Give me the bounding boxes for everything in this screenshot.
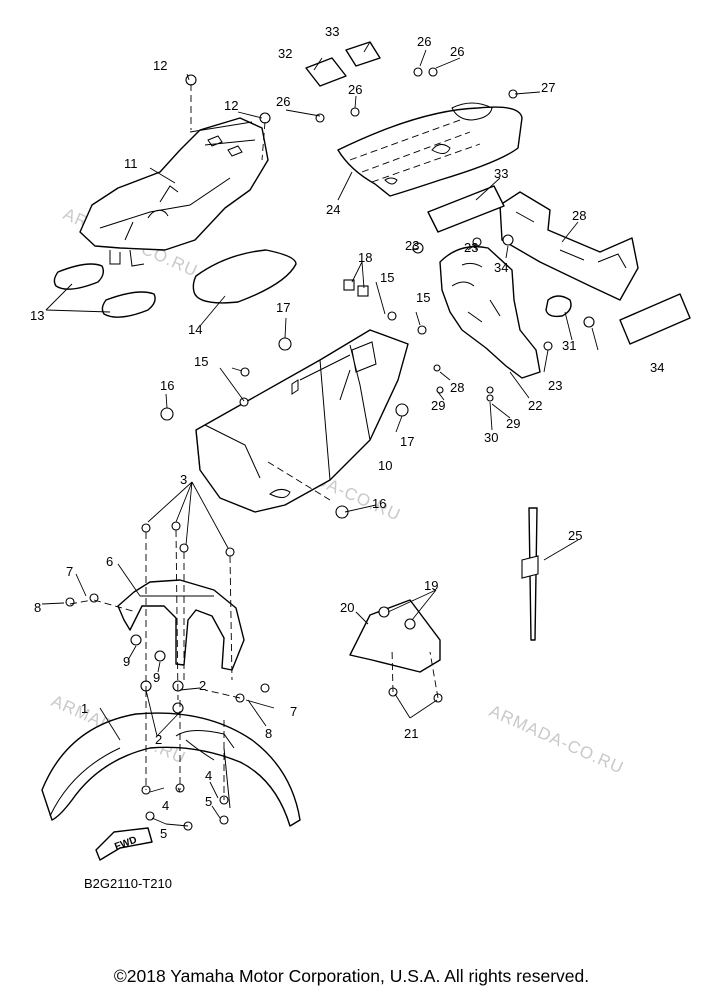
callout-number: 8 (265, 726, 272, 741)
callout-number: 9 (123, 654, 130, 669)
assembly-lines (69, 84, 439, 800)
callout-number: 20 (340, 600, 354, 615)
callout-number: 27 (541, 80, 555, 95)
callout-number: 30 (484, 430, 498, 445)
callout-number: 10 (378, 458, 392, 473)
callout-number: 34 (494, 260, 508, 275)
callout-number: 18 (358, 250, 372, 265)
callout-number: 12 (224, 98, 238, 113)
bracket-part (349, 599, 441, 673)
callout-number: 13 (30, 308, 44, 323)
callout-number: 15 (380, 270, 394, 285)
callout-number: 28 (572, 208, 586, 223)
callout-number: 33 (325, 24, 339, 39)
sheets (305, 41, 381, 87)
callout-number: 7 (290, 704, 297, 719)
watermark-text: ARMADA-CO.RU (486, 701, 626, 777)
callout-number: 15 (194, 354, 208, 369)
callout-number: 3 (180, 472, 187, 487)
callout-number: 8 (34, 600, 41, 615)
callout-number: 29 (506, 416, 520, 431)
callout-number: 19 (424, 578, 438, 593)
callout-number: 11 (124, 156, 138, 171)
callout-number: 15 (416, 290, 430, 305)
callout-number: 5 (205, 794, 212, 809)
rear-fender-upper-part (79, 117, 269, 267)
front-fender-stay-part (117, 579, 245, 671)
callout-number: 2 (155, 732, 162, 747)
callout-number: 31 (562, 338, 576, 353)
pads (53, 249, 297, 318)
tie-band-part (521, 507, 539, 641)
callout-number: 33 (494, 166, 508, 181)
callout-number: 25 (568, 528, 582, 543)
watermarks: ARMADA-CO.RU ARMADA-CO.RU ARMADA-CO.RU A… (48, 204, 626, 777)
callout-number: 5 (160, 826, 167, 841)
callout-number: 12 (153, 58, 167, 73)
callout-number: 16 (372, 496, 386, 511)
rear-fender-lower-part (195, 329, 409, 513)
callout-number: 23 (405, 238, 419, 253)
callout-labels: 1 2 2 3 4 4 5 5 6 7 7 8 8 9 9 10 11 12 1… (30, 24, 664, 841)
copyright-notice: ©2018 Yamaha Motor Corporation, U.S.A. A… (113, 966, 590, 986)
callout-number: 23 (464, 240, 478, 255)
callout-number: 34 (650, 360, 664, 375)
callout-number: 26 (417, 34, 431, 49)
callout-number: 9 (153, 670, 160, 685)
callout-number: 26 (276, 94, 290, 109)
license-bracket-part (439, 240, 541, 379)
callout-number: 2 (199, 678, 206, 693)
callout-number: 26 (348, 82, 362, 97)
gasket-part (545, 295, 572, 318)
callout-number: 26 (450, 44, 464, 59)
callout-number: 6 (106, 554, 113, 569)
drawing-code: B2G2110-T210 (84, 876, 172, 891)
callout-number: 24 (326, 202, 340, 217)
callout-number: 28 (450, 380, 464, 395)
reflectors (427, 185, 691, 345)
callout-number: 17 (276, 300, 290, 315)
callout-number: 16 (160, 378, 174, 393)
callout-number: 22 (528, 398, 542, 413)
callout-number: 7 (66, 564, 73, 579)
callout-number: 29 (431, 398, 445, 413)
callout-number: 21 (404, 726, 418, 741)
leader-lines (41, 41, 599, 827)
callout-number: 23 (548, 378, 562, 393)
callout-number: 32 (278, 46, 292, 61)
callout-number: 17 (400, 434, 414, 449)
callout-number: 14 (188, 322, 202, 337)
rear-fender-part (337, 102, 523, 197)
front-fender-part (41, 712, 301, 827)
callout-number: 4 (205, 768, 212, 783)
plate-bracket-part (499, 191, 639, 301)
forward-arrow-icon: FWD (95, 827, 153, 861)
callout-number: 4 (162, 798, 169, 813)
callout-number: 1 (81, 701, 88, 716)
